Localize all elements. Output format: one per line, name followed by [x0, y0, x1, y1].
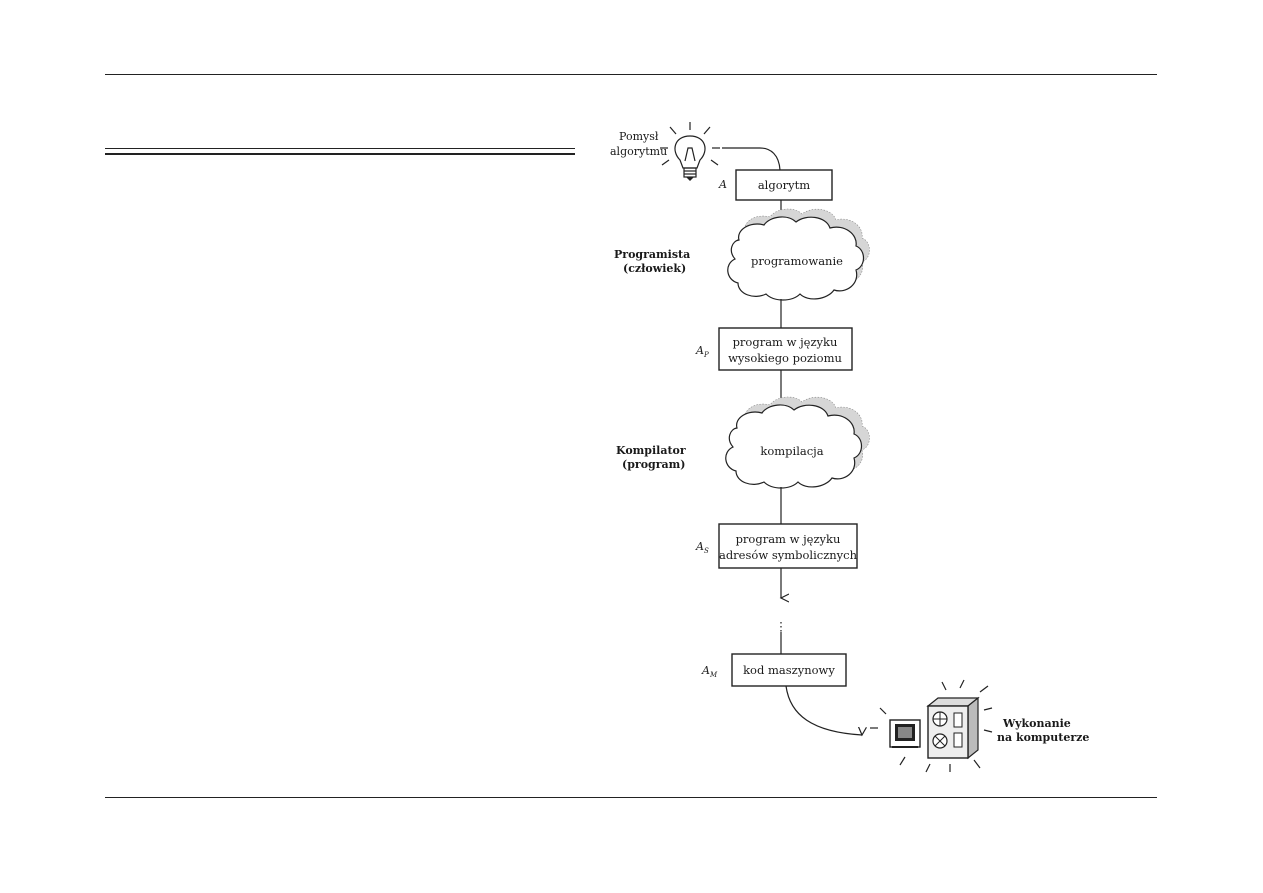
- machine-code-box: [731, 653, 847, 687]
- execution-label-line2: na komputerze: [997, 731, 1089, 744]
- footer-rule: [105, 797, 1157, 798]
- compilation-cloud: [725, 396, 870, 489]
- idea-label-line1: Pomysł: [619, 130, 659, 143]
- high-level-box-line2: wysokiego poziomu: [728, 351, 842, 365]
- compilation-cloud-text: kompilacja: [760, 444, 823, 458]
- algorithm-box: [735, 169, 833, 201]
- compiler-label-line1: Kompilator: [616, 444, 686, 457]
- algorithm-box-text: algorytm: [758, 178, 810, 192]
- symbolic-box-line2: adresów symbolicznych: [719, 548, 858, 562]
- section-rule: [105, 148, 575, 155]
- programmer-label-line2: (człowiek): [623, 262, 686, 275]
- execution-label-line1: Wykonanie: [1002, 717, 1071, 730]
- computer-cabinet-icon: [925, 679, 993, 773]
- programming-cloud: [727, 208, 870, 301]
- idea-label-line2: algorytmu: [610, 145, 667, 158]
- programming-cloud-text: programowanie: [751, 254, 843, 268]
- programmer-label-line1: Programista: [614, 248, 690, 261]
- symbolic-program-box: [718, 523, 858, 569]
- machine-symbol: AM: [701, 664, 718, 679]
- high-level-symbol: AP: [695, 344, 709, 359]
- high-level-program-box: [718, 327, 853, 371]
- compiler-label-line2: (program): [622, 458, 686, 471]
- lightbulb-icon: [660, 122, 720, 181]
- machine-code-box-text: kod maszynowy: [743, 663, 835, 677]
- arrow-to-execution: [785, 685, 862, 735]
- continuation-dots: ⋮: [775, 619, 787, 633]
- algorithm-symbol: A: [718, 178, 727, 191]
- idea-connector: [722, 147, 781, 171]
- computer-monitor-icon: [870, 707, 921, 766]
- high-level-box-line1: program w języku: [733, 335, 838, 349]
- header-rule: [105, 74, 1157, 75]
- symbolic-box-line1: program w języku: [736, 532, 841, 546]
- symbolic-symbol: AS: [695, 540, 709, 555]
